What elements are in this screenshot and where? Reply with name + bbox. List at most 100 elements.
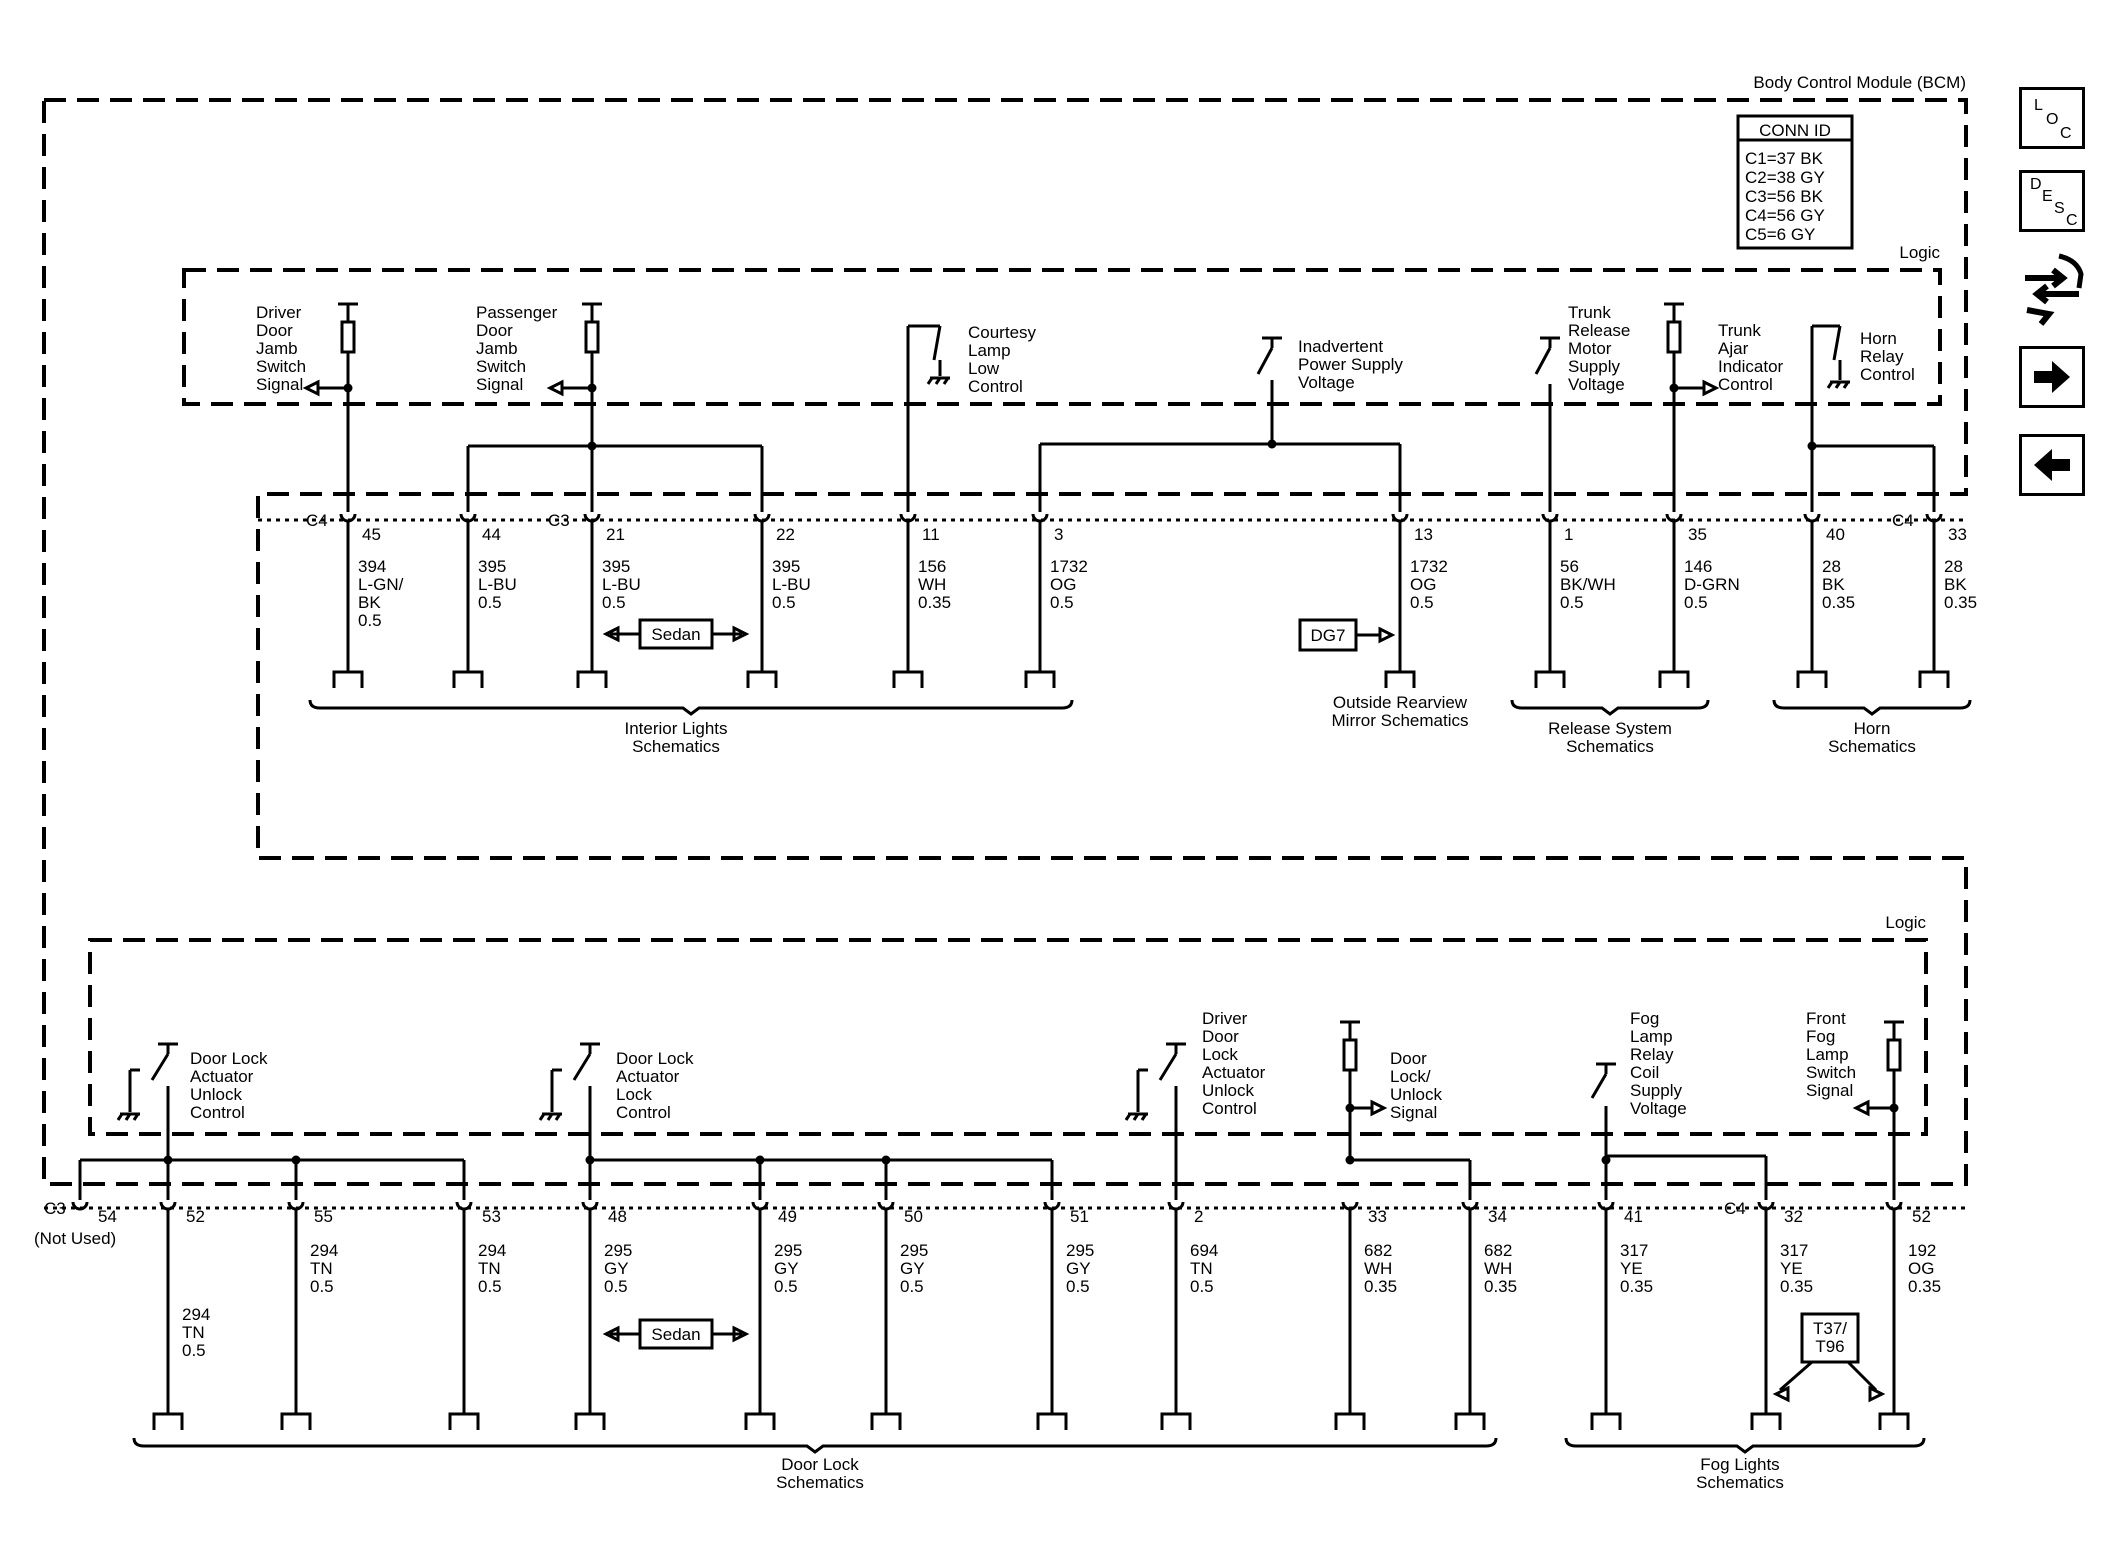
pin-number: 34 [1488,1207,1507,1226]
connector-terminal [452,670,484,688]
wire-label: 295 [900,1241,928,1260]
pullup-resistor [340,320,356,354]
wire-label: 295 [774,1241,802,1260]
signal-arrow-right [732,625,750,643]
wire-label: 0.5 [772,593,796,612]
next-page-arrow[interactable] [2019,346,2085,408]
wire-label: 0.35 [1908,1277,1941,1296]
pin-contact [1167,1201,1185,1211]
wire-label: D-GRN [1684,575,1740,594]
interior-lights-brace [308,699,1074,716]
connector-terminal [1384,670,1416,688]
function-label: Lamp [1806,1045,1849,1064]
connector-label: C3 [44,1199,66,1218]
pin-contact [877,1201,895,1211]
wire-label: WH [1484,1259,1512,1278]
function-label: Fog [1806,1027,1835,1046]
wire-label: BK [1822,575,1845,594]
function-label: Lamp [968,341,1011,360]
pin-number: 51 [1070,1207,1089,1226]
connector-terminal [448,1412,480,1430]
switch-blade [932,325,942,361]
connector-terminal [574,1412,606,1430]
connector-terminal [1454,1412,1486,1430]
connector-terminal [152,1412,184,1430]
wire-label: 0.5 [478,1277,502,1296]
conn-id-table [1736,114,1854,250]
signal-arrow-right [1378,626,1396,644]
connector-label: C4 [1724,1199,1746,1218]
function-label: Door [476,321,513,340]
pin-number: 3 [1054,525,1063,544]
connector-terminal [1590,1412,1622,1430]
function-label: Door [1390,1049,1427,1068]
wire-label: 0.35 [1780,1277,1813,1296]
t37-arrow [1846,1360,1878,1392]
pin-contact [751,1201,769,1211]
wire-label: 0.35 [1484,1277,1517,1296]
connector-terminal [1796,670,1828,688]
t37-arrow [1779,1360,1813,1392]
previous-page-arrow[interactable] [2019,434,2085,496]
wire-label: 317 [1620,1241,1648,1260]
wire-label: 0.5 [774,1277,798,1296]
switch-blade [1832,325,1842,361]
function-label: Coil [1630,1063,1659,1082]
wire-label: 192 [1908,1241,1936,1260]
wire-label: 1732 [1410,557,1448,576]
function-label: Signal [476,375,523,394]
pin-number: 33 [1368,1207,1387,1226]
pin-number: 50 [904,1207,923,1226]
wire-label: OG [1908,1259,1934,1278]
function-label: Courtesy [968,323,1037,342]
horn-brace [1772,699,1972,716]
connector-terminal [1024,670,1056,688]
pin-contact [583,513,601,523]
pin-number: 52 [1912,1207,1931,1226]
function-label: Door [1202,1027,1239,1046]
door-lock-brace [132,1437,1498,1454]
wire-label: 1732 [1050,557,1088,576]
function-label: Actuator [190,1067,254,1086]
wire-label: 0.5 [900,1277,924,1296]
function-label: Control [1718,375,1773,394]
connector-terminal [744,1412,776,1430]
ground-symbol [538,1113,546,1121]
splice-dot [291,1155,301,1165]
ground-symbol [934,377,942,385]
connector-terminal [1658,670,1690,688]
wire-label: 0.5 [602,593,626,612]
function-label: Lamp [1630,1027,1673,1046]
splice-dot [881,1155,891,1165]
function-label: Door [256,321,293,340]
pin-contact [339,513,357,523]
connector-terminal [1750,1412,1782,1430]
pin-number: 55 [314,1207,333,1226]
wire-label: GY [774,1259,799,1278]
logic-label: Logic [1899,243,1940,262]
loc-glyph-2: O [2046,111,2059,128]
function-label: Low [968,359,1000,378]
pin-number: 49 [778,1207,797,1226]
wire-label: BK/WH [1560,575,1616,594]
switch-blade [572,1053,592,1081]
function-label: Ajar [1718,339,1749,358]
desc-button[interactable]: D E S C [2019,170,2085,232]
bcm-boundary [42,98,1968,1186]
schematic-reference: Horn [1854,719,1891,738]
loc-button[interactable]: L O C [2019,87,2085,149]
fog-lights-brace [1564,1437,1926,1454]
pin-number: 41 [1624,1207,1643,1226]
harness-icon[interactable] [2019,250,2085,330]
signal-arrow-left [1852,1099,1870,1117]
function-label: Driver [256,303,302,322]
pin-number: 40 [1826,525,1845,544]
pin-contact [581,1201,599,1211]
function-label: Switch [256,357,306,376]
wire-label: 0.5 [1050,593,1074,612]
function-label: Lock [1202,1045,1238,1064]
connector-label: C3 [548,511,570,530]
connector-terminal [1036,1412,1068,1430]
wire-label: 0.5 [310,1277,334,1296]
